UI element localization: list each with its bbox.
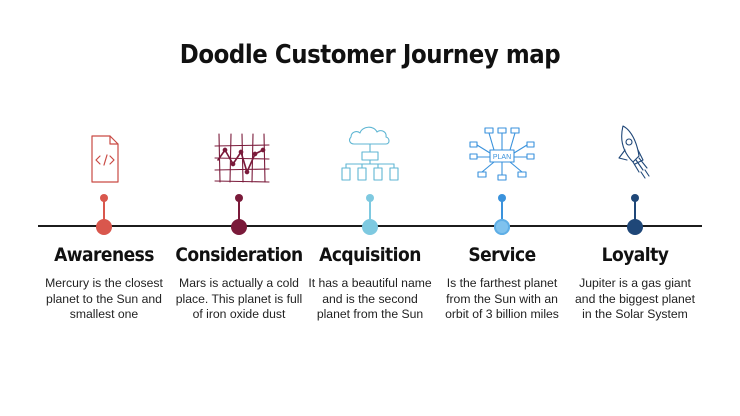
stage-label: Service: [468, 244, 536, 266]
rocket-icon: [585, 120, 685, 186]
stage-stem: [238, 198, 240, 220]
stage-stem: [369, 198, 371, 220]
stage-node-loyalty: [627, 219, 643, 235]
plan-mindmap-icon: PLAN: [452, 120, 552, 186]
stage-label: Acquisition: [319, 244, 421, 266]
stage-description: Mercury is the closest planet to the Sun…: [45, 276, 163, 321]
stage-node-service: [494, 219, 510, 235]
stage-label: Awareness: [54, 244, 154, 266]
stage-description: Mars is actually a cold place. This plan…: [175, 276, 303, 321]
code-file-icon: [54, 120, 154, 186]
stage-node-awareness: [96, 219, 112, 235]
stage-node-acquisition: [362, 219, 378, 235]
stage-node-consideration: [231, 219, 247, 235]
stage-description: Jupiter is a gas giant and the biggest p…: [575, 276, 695, 321]
stage-label: Loyalty: [601, 244, 669, 266]
stage-stem: [103, 198, 105, 220]
page-title: Doodle Customer Journey map: [179, 40, 561, 70]
plan-text: PLAN: [493, 154, 511, 161]
stage-label: Consideration: [175, 244, 303, 266]
stage-stem: [634, 198, 636, 220]
cloud-network-icon: [320, 120, 420, 186]
stage-stem: [501, 198, 503, 220]
stage-description: Is the farthest planet from the Sun with…: [445, 276, 559, 321]
stage-description: It has a beautiful name and is the secon…: [308, 276, 432, 321]
line-chart-icon: [189, 120, 289, 186]
